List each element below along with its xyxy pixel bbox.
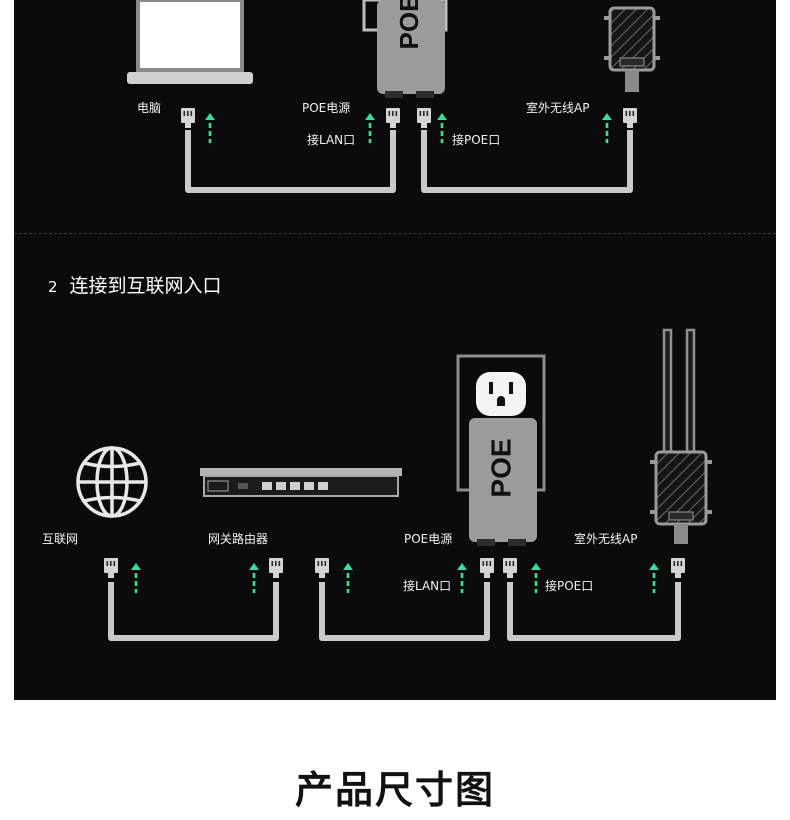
rj45-plug-icon	[671, 558, 685, 578]
arrow-up-icon	[343, 563, 353, 593]
rj45-plug-icon	[269, 558, 283, 578]
rj45-plug-icon	[181, 108, 195, 128]
rj45-plug-icon	[386, 108, 400, 128]
poe-device-text: POE	[485, 438, 516, 497]
laptop-icon	[127, 0, 253, 84]
label-internet: 互联网	[42, 532, 79, 546]
rj45-plug-icon	[315, 558, 329, 578]
connection-diagram: POE	[76, 0, 712, 641]
section-divider	[14, 233, 776, 234]
cable-poe-to-ap	[507, 582, 681, 641]
step-heading: 2 连接到互联网入口	[48, 274, 222, 299]
outdoor-ap-icon	[604, 6, 660, 92]
step-title: 连接到互联网入口	[69, 275, 222, 297]
arrow-up-icon	[131, 563, 141, 593]
poe-device-text: POE	[394, 0, 424, 49]
arrow-up-icon	[437, 113, 447, 143]
rj45-plug-icon	[417, 108, 431, 128]
rj45-plug-icon	[104, 558, 118, 578]
arrow-up-icon	[249, 563, 259, 593]
label-outdoor-ap: 室外无线AP	[574, 532, 638, 546]
arrow-up-icon	[457, 563, 467, 593]
poe-injector-icon: POE	[362, 0, 448, 98]
rj45-plug-icon	[503, 558, 517, 578]
cable-router-to-poe	[319, 582, 490, 641]
arrow-up-icon	[205, 113, 215, 143]
label-computer: 电脑	[137, 101, 162, 115]
label-poe-port: 接POE口	[452, 133, 501, 147]
wall-outlet-icon	[456, 354, 546, 492]
rj45-plug-icon	[623, 108, 637, 128]
label-poe-power: POE电源	[302, 101, 351, 115]
arrow-up-icon	[365, 113, 375, 143]
cable-poe-to-ap	[421, 130, 633, 193]
product-dimensions-title: 产品尺寸图	[294, 768, 495, 812]
globe-icon	[76, 446, 148, 518]
label-poe-power: POE电源	[404, 532, 453, 546]
poe-injector-icon: POE	[469, 418, 537, 546]
cable-internet-to-router	[108, 582, 279, 641]
arrow-up-icon	[602, 113, 612, 143]
cable-computer-to-poe	[185, 130, 396, 193]
label-poe-port: 接POE口	[545, 579, 594, 593]
arrow-up-icon	[649, 563, 659, 593]
label-lan-port: 接LAN口	[307, 133, 356, 147]
rj45-plug-icon	[480, 558, 494, 578]
label-gateway-router: 网关路由器	[208, 532, 269, 546]
label-lan-port: 接LAN口	[403, 579, 452, 593]
outdoor-ap-icon	[650, 328, 712, 544]
step-number: 2	[48, 278, 58, 296]
arrow-up-icon	[531, 563, 541, 593]
router-icon	[200, 468, 402, 497]
label-outdoor-ap: 室外无线AP	[526, 101, 590, 115]
